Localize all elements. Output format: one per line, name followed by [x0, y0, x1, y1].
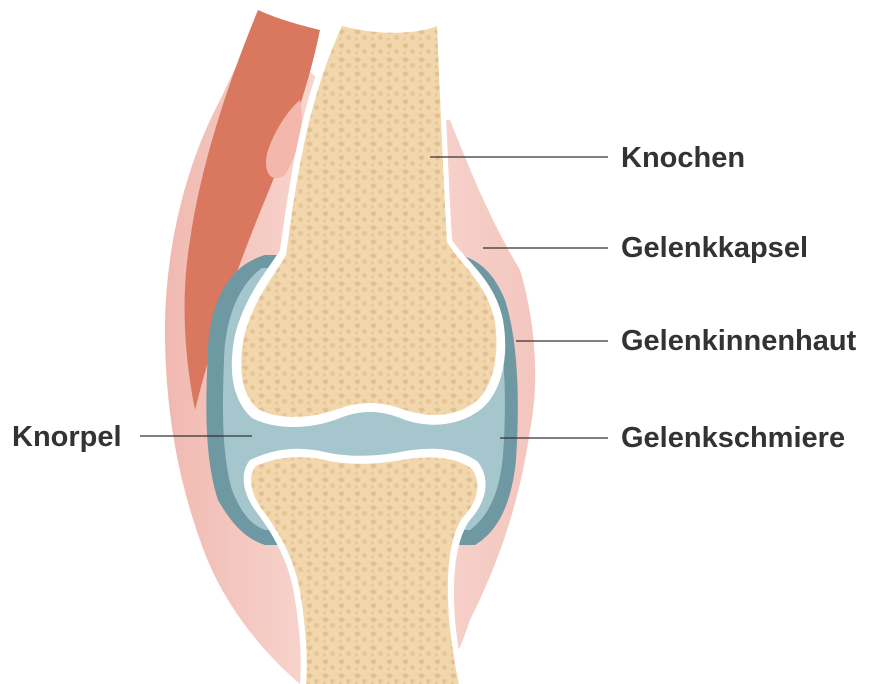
label-knochen: Knochen [621, 144, 745, 173]
label-knorpel: Knorpel [12, 423, 122, 452]
label-gelenkkapsel: Gelenkkapsel [621, 234, 808, 263]
label-gelenkinnenhaut: Gelenkinnenhaut [621, 327, 856, 356]
label-gelenkschmiere: Gelenkschmiere [621, 424, 845, 453]
